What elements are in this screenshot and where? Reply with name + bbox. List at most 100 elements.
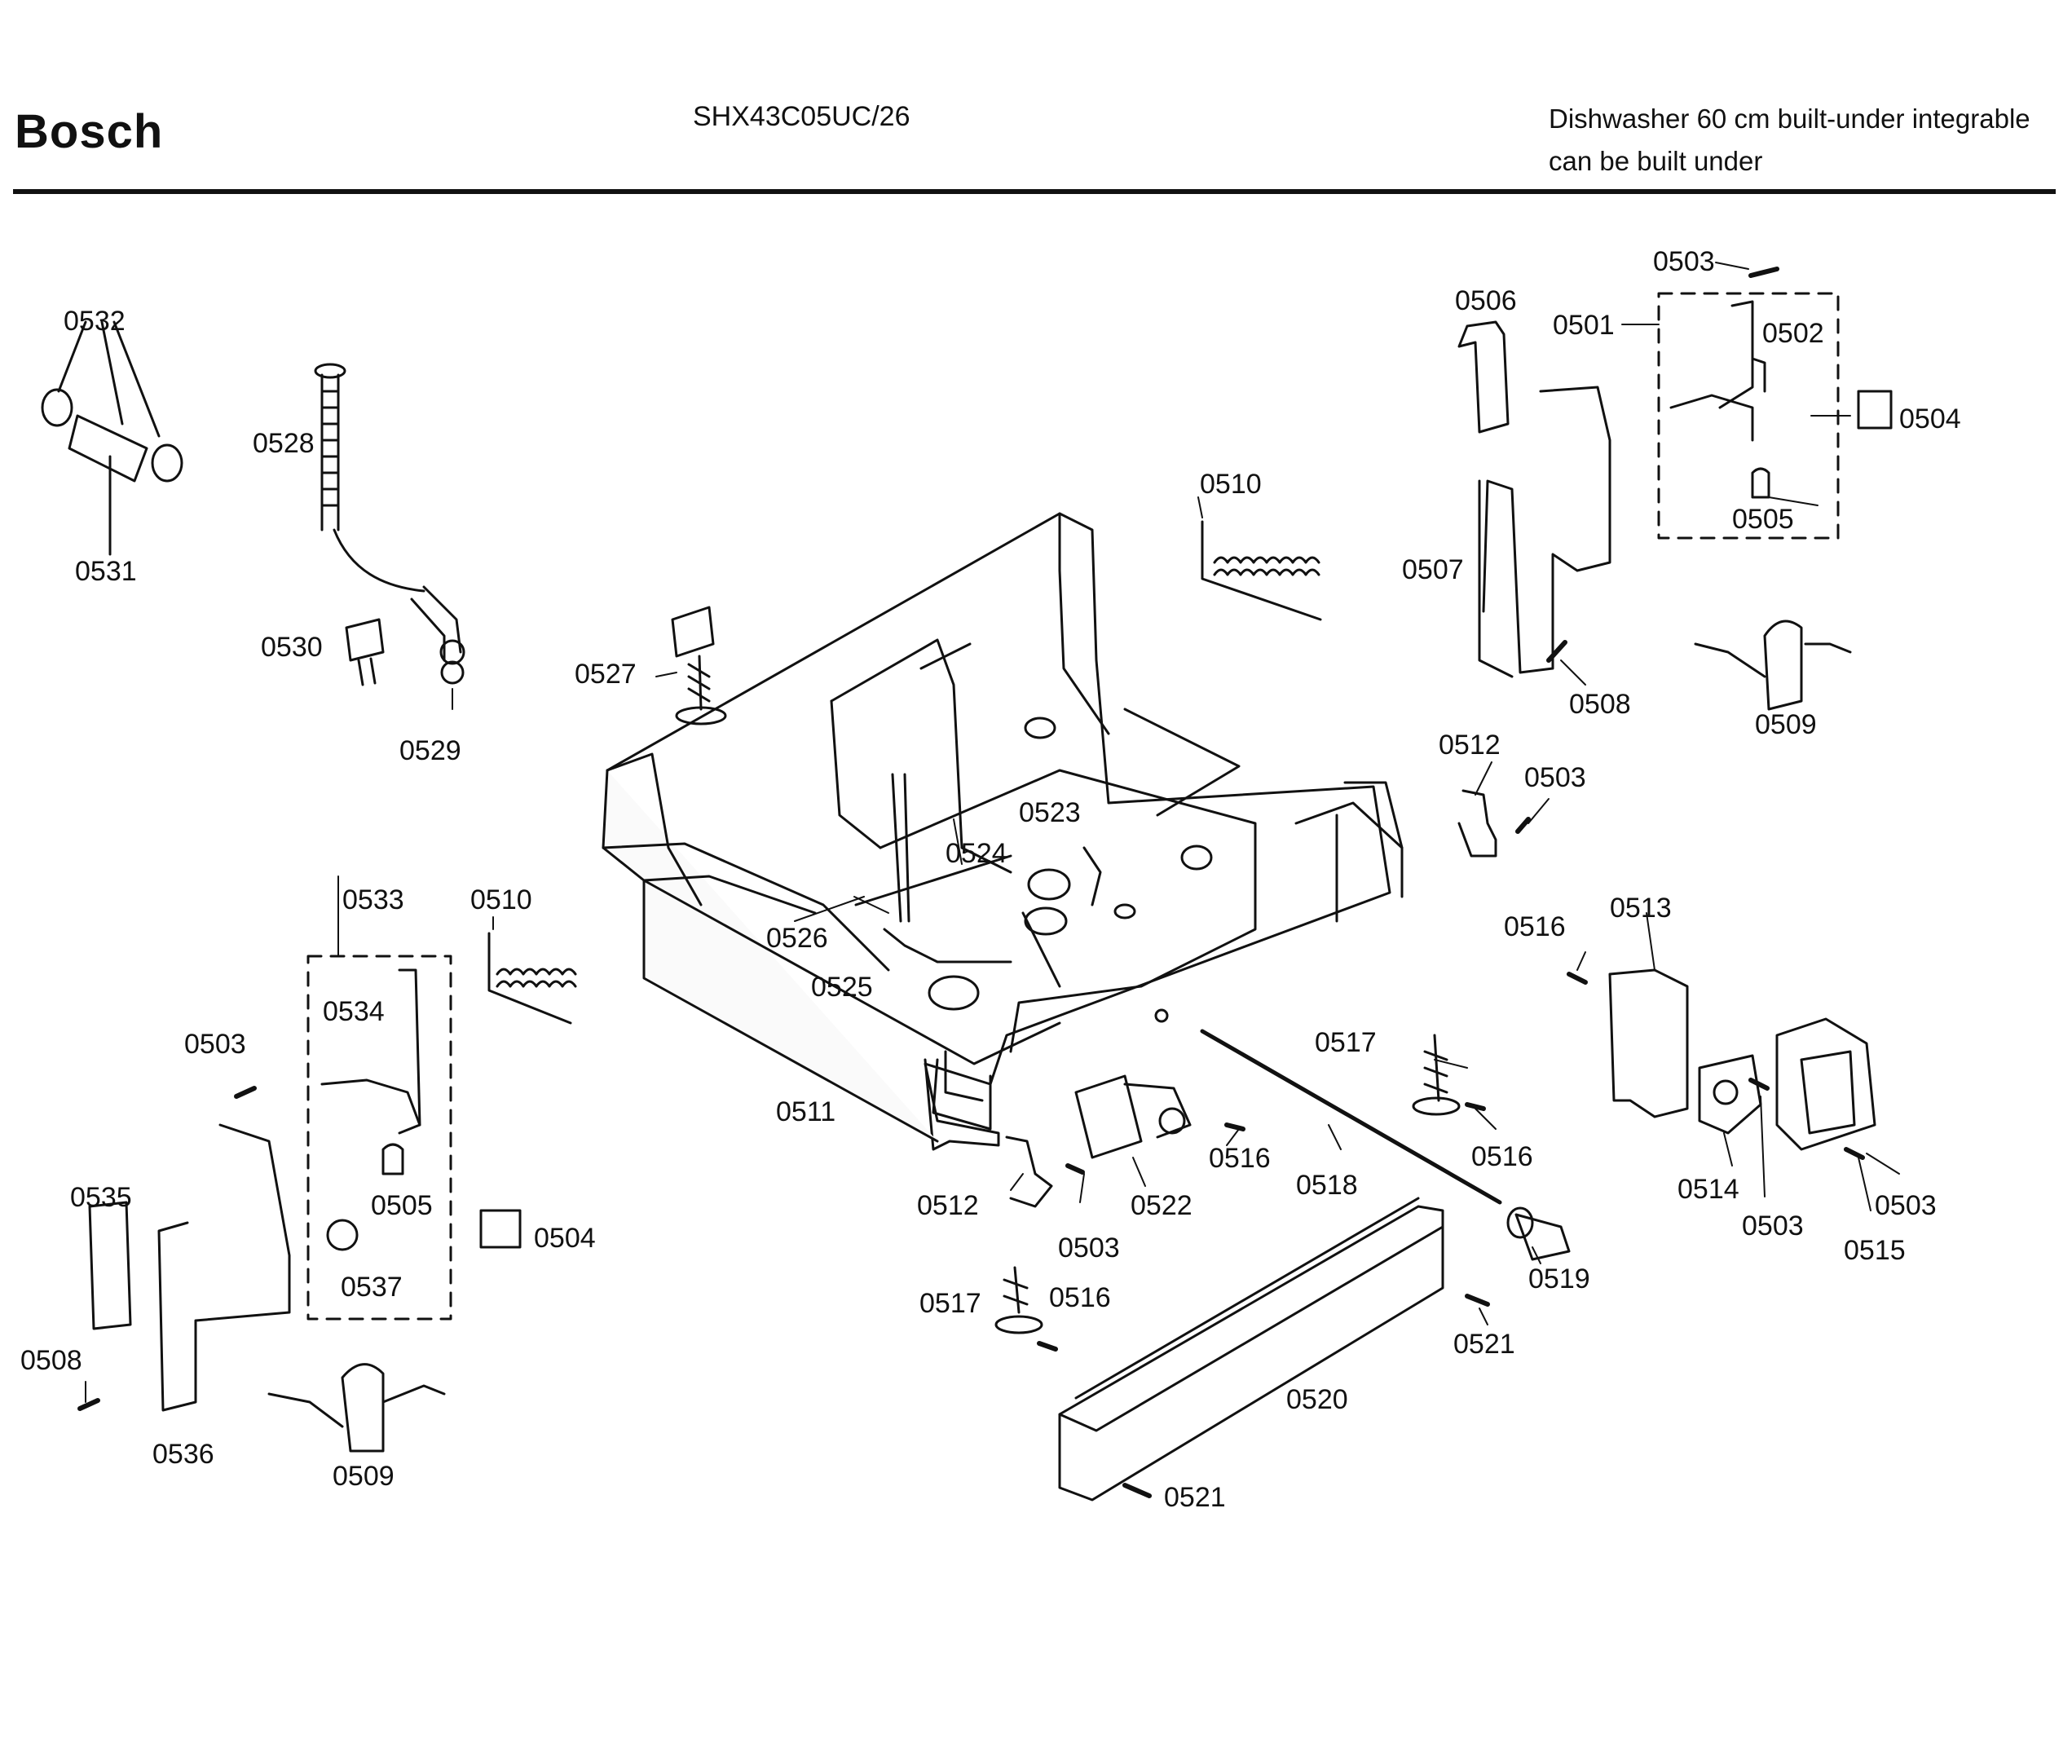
part-0530-clip xyxy=(345,618,385,686)
label-0508-b: 0508 xyxy=(20,1345,82,1376)
label-0522: 0522 xyxy=(1131,1190,1193,1221)
part-0509-left xyxy=(267,1363,446,1453)
label-0502: 0502 xyxy=(1762,318,1824,349)
part-0509-right xyxy=(1694,620,1852,711)
part-0513 xyxy=(1608,968,1689,1118)
model-number: SHX43C05UC/26 xyxy=(693,101,910,132)
brand-name: Bosch xyxy=(15,105,164,158)
part-0512-right xyxy=(1457,789,1497,858)
label-0501: 0501 xyxy=(1553,310,1615,341)
label-0521: 0521 xyxy=(1453,1329,1515,1360)
group-0533-box xyxy=(306,955,452,1321)
screw-0503-left xyxy=(1065,1163,1085,1175)
label-0534: 0534 xyxy=(323,996,385,1027)
label-0511: 0511 xyxy=(776,1096,835,1127)
label-0517: 0517 xyxy=(1315,1027,1377,1058)
part-0507 xyxy=(1478,386,1611,678)
screw-0521-left xyxy=(1122,1483,1152,1498)
part-0518-rod xyxy=(1200,1029,1502,1205)
part-0531-sleeve xyxy=(41,320,183,556)
label-0505: 0505 xyxy=(1732,504,1794,535)
label-0518: 0518 xyxy=(1296,1170,1358,1201)
part-0514 xyxy=(1698,1054,1762,1135)
part-0517-left xyxy=(994,1266,1043,1334)
label-0530: 0530 xyxy=(261,632,323,663)
label-0516: 0516 xyxy=(1504,911,1566,942)
label-0504-b: 0504 xyxy=(534,1223,596,1254)
label-0503-f: 0503 xyxy=(1058,1233,1120,1263)
label-0512-b: 0512 xyxy=(917,1190,979,1221)
screw-0503-top xyxy=(1748,267,1779,278)
label-0527: 0527 xyxy=(575,659,637,690)
label-0516-d: 0516 xyxy=(1049,1282,1111,1313)
label-0529: 0529 xyxy=(399,735,461,766)
label-0513: 0513 xyxy=(1610,893,1672,924)
header-divider xyxy=(13,189,2056,194)
label-0524: 0524 xyxy=(946,838,1007,869)
part-0506 xyxy=(1457,320,1510,434)
label-0509-b: 0509 xyxy=(333,1461,395,1492)
screw-0508-right xyxy=(1546,640,1567,663)
label-0537: 0537 xyxy=(341,1272,403,1303)
label-0503-b: 0503 xyxy=(1524,762,1586,793)
part-0512-left xyxy=(1005,1136,1053,1208)
screw-0521-right xyxy=(1465,1294,1490,1307)
label-0535: 0535 xyxy=(70,1182,132,1213)
part-0527 xyxy=(671,606,727,725)
base-tub xyxy=(602,512,1404,1151)
label-0519: 0519 xyxy=(1528,1263,1590,1294)
screw-0503-0515 xyxy=(1844,1147,1865,1160)
label-0521-b: 0521 xyxy=(1164,1482,1226,1513)
label-0510-b: 0510 xyxy=(470,884,532,915)
label-0503-d: 0503 xyxy=(1875,1190,1937,1221)
description-line-2: can be built under xyxy=(1549,146,1763,176)
label-0505-b: 0505 xyxy=(371,1190,433,1221)
part-0528-hose xyxy=(314,363,465,685)
screw-0516-right xyxy=(1465,1102,1486,1111)
label-0520: 0520 xyxy=(1286,1384,1348,1415)
label-0507: 0507 xyxy=(1402,554,1464,585)
label-0526: 0526 xyxy=(766,923,828,954)
screw-0508-left xyxy=(77,1398,100,1411)
label-0516-b: 0516 xyxy=(1471,1141,1533,1172)
label-0503-e: 0503 xyxy=(1742,1211,1804,1241)
label-0516-c: 0516 xyxy=(1209,1143,1271,1174)
label-0514: 0514 xyxy=(1677,1174,1739,1205)
screw-0516-low xyxy=(1037,1341,1058,1352)
label-0517-b: 0517 xyxy=(919,1288,981,1319)
label-0536: 0536 xyxy=(152,1439,214,1470)
label-0515: 0515 xyxy=(1844,1235,1906,1266)
label-0503-c: 0503 xyxy=(184,1029,246,1060)
label-0528: 0528 xyxy=(253,428,315,459)
label-0531: 0531 xyxy=(75,556,137,587)
part-0536 xyxy=(157,1123,291,1412)
screw-0516-mid xyxy=(1224,1122,1245,1131)
label-0504: 0504 xyxy=(1899,404,1961,434)
description-line-1: Dishwasher 60 cm built-under integrable xyxy=(1549,104,2030,134)
leader-lines xyxy=(85,262,1900,1403)
part-0519-knob xyxy=(1506,1206,1571,1261)
part-0535 xyxy=(88,1201,132,1330)
screw-0516-top xyxy=(1567,972,1588,985)
label-0508: 0508 xyxy=(1569,689,1631,720)
part-0522-valve xyxy=(1074,1074,1192,1159)
label-0503: 0503 xyxy=(1653,246,1715,277)
part-0510-right xyxy=(1201,520,1322,621)
part-0510-left xyxy=(487,932,577,1025)
part-0504-right xyxy=(1857,390,1893,430)
part-0504-left xyxy=(479,1209,522,1249)
label-0512: 0512 xyxy=(1439,730,1501,761)
label-0523: 0523 xyxy=(1019,797,1081,828)
screw-0503-far-left xyxy=(234,1086,257,1099)
label-0525: 0525 xyxy=(811,972,873,1003)
label-0509: 0509 xyxy=(1755,709,1817,740)
label-0532: 0532 xyxy=(64,306,126,337)
part-0520-kickplate xyxy=(1058,1197,1444,1502)
label-0510: 0510 xyxy=(1200,469,1262,500)
label-0506: 0506 xyxy=(1455,285,1517,316)
screw-0503-mid xyxy=(1515,817,1531,834)
callout-labels: 0503 0501 0506 0502 0504 0505 0507 0508 … xyxy=(20,246,1961,1513)
part-0517-right xyxy=(1412,1034,1461,1116)
appliance-description: Dishwasher 60 cm built-under integrable … xyxy=(1549,98,2030,183)
